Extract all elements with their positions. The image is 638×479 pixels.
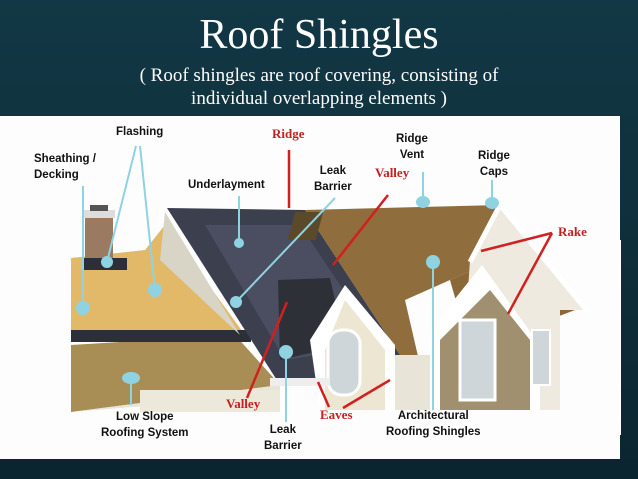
label-decking: Decking bbox=[34, 169, 79, 181]
label-ridge: Ridge bbox=[272, 126, 305, 141]
label-line: Barrier bbox=[264, 440, 302, 452]
house-drawing bbox=[71, 200, 621, 435]
label-line: Barrier bbox=[314, 181, 352, 193]
label-line: Roofing System bbox=[101, 427, 189, 439]
label-line: Architectural bbox=[397, 410, 469, 422]
slide-title: Roof Shingles bbox=[199, 12, 439, 58]
label-valley-bottom: Valley bbox=[226, 396, 261, 411]
label-line: Leak bbox=[319, 165, 346, 177]
label-rake: Rake bbox=[558, 224, 587, 239]
label-ridge-vent: Ridge Vent bbox=[396, 131, 428, 163]
label-sheathing: Sheathing / bbox=[34, 153, 96, 165]
label-ridge-caps: Ridge Caps bbox=[478, 148, 510, 180]
label-line: Roofing Shingles bbox=[386, 426, 481, 438]
low-slope-roof bbox=[71, 335, 280, 412]
label-leak-barrier-bottom: Leak Barrier bbox=[264, 422, 302, 454]
label-sheathing-decking: Sheathing / Decking bbox=[34, 151, 96, 183]
label-line: Caps bbox=[479, 166, 509, 178]
slide-subtitle: ( Roof shingles are roof covering, consi… bbox=[0, 64, 638, 110]
label-flashing: Flashing bbox=[116, 126, 164, 138]
label-line: Vent bbox=[399, 149, 425, 161]
label-underlayment: Underlayment bbox=[188, 179, 265, 191]
label-line: Ridge bbox=[478, 150, 510, 162]
label-leak-barrier-top: Leak Barrier bbox=[314, 163, 352, 195]
label-line: Ridge bbox=[396, 133, 428, 145]
slide-footer-band bbox=[0, 459, 638, 479]
blue-leader-lines bbox=[76, 145, 499, 422]
red-leader-lines bbox=[245, 150, 554, 410]
sheathing-area bbox=[71, 225, 245, 338]
label-eaves: Eaves bbox=[320, 407, 353, 422]
subtitle-line-1: ( Roof shingles are roof covering, consi… bbox=[139, 65, 499, 86]
label-low-slope: Low Slope Roofing System bbox=[101, 409, 189, 441]
label-line: Leak bbox=[269, 424, 296, 436]
subtitle-line-2: individual overlapping elements ) bbox=[191, 88, 447, 109]
architectural-shingle-roof bbox=[305, 205, 520, 365]
label-valley-top: Valley bbox=[375, 165, 410, 180]
label-architectural-shingles: Architectural Roofing Shingles bbox=[386, 408, 481, 440]
label-line: Low Slope bbox=[116, 411, 174, 423]
